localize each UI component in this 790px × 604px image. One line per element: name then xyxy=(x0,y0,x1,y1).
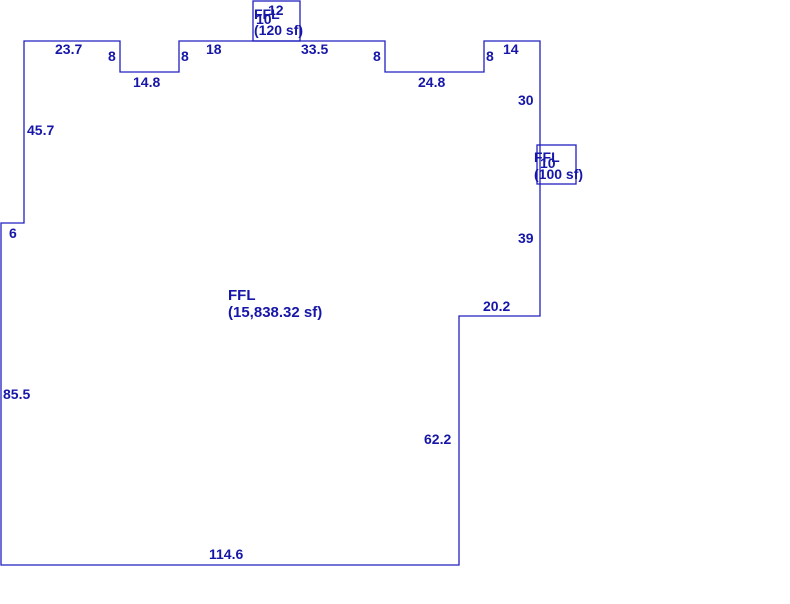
right-bump-name: FFL xyxy=(534,149,560,165)
dim-notch2-left: 8 xyxy=(373,48,381,64)
dim-right-lower: 39 xyxy=(518,230,534,246)
dim-notch1-bottom: 14.8 xyxy=(133,74,160,90)
right-bump-depth-dimension: 10 xyxy=(540,155,556,171)
right-bump-size: (100 sf) xyxy=(534,166,583,182)
dim-notch2-bottom: 24.8 xyxy=(418,74,445,90)
dim-left-upper: 45.7 xyxy=(27,122,54,138)
dim-notch2-right: 8 xyxy=(486,48,494,64)
dim-step-horizontal: 20.2 xyxy=(483,298,510,314)
dim-notch1-left: 8 xyxy=(108,48,116,64)
right-bump-outline xyxy=(536,144,577,185)
top-bump-outline xyxy=(252,0,301,42)
dim-notch1-right: 8 xyxy=(181,48,189,64)
dim-top-right: 14 xyxy=(503,41,519,57)
main-area-name: FFL xyxy=(228,287,256,304)
dim-step-vertical: 62.2 xyxy=(424,431,451,447)
main-area-size: (15,838.32 sf) xyxy=(228,304,322,321)
top-bump-size: (120 sf) xyxy=(254,22,303,38)
dim-right-upper: 30 xyxy=(518,92,534,108)
dim-left-lower: 85.5 xyxy=(3,386,30,402)
dim-left-jog: 6 xyxy=(9,225,17,241)
dim-top-mid-right: 33.5 xyxy=(301,41,328,57)
top-bump-width-dimension: 12 xyxy=(268,2,284,18)
dim-top-left: 23.7 xyxy=(55,41,82,57)
dim-top-mid-left: 18 xyxy=(206,41,222,57)
dim-bottom: 114.6 xyxy=(209,546,243,562)
top-bump-depth-dimension: 10 xyxy=(256,11,272,27)
main-floor-outline xyxy=(0,40,541,566)
top-bump-name: FFL xyxy=(254,6,280,22)
